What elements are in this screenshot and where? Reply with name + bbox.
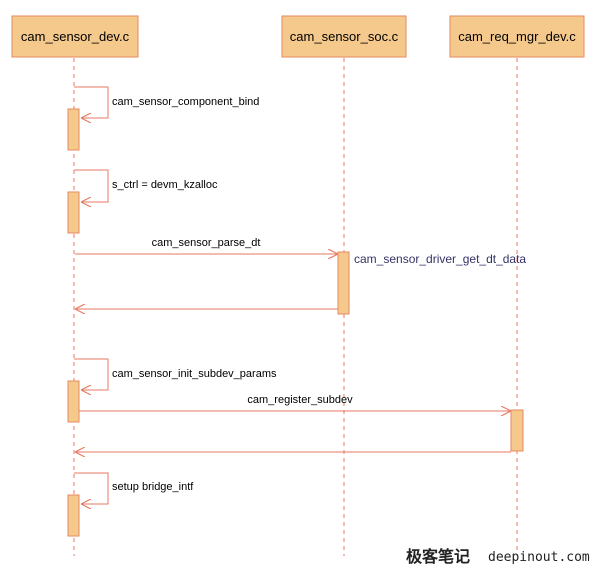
participant-label: cam_req_mgr_dev.c — [458, 29, 576, 44]
message-self-devm-kzalloc: s_ctrl = devm_kzalloc — [74, 169, 218, 202]
note-driver-get-dt-data: cam_sensor_driver_get_dt_data — [354, 252, 526, 266]
participant-cam-sensor-dev: cam_sensor_dev.c — [11, 15, 139, 58]
message-label: cam_register_subdev — [247, 394, 353, 406]
message-label: cam_sensor_init_subdev_params — [112, 368, 277, 380]
message-self-component-bind: cam_sensor_component_bind — [74, 86, 259, 118]
activation-bar — [67, 191, 80, 234]
activation-bar — [67, 380, 80, 423]
self-arrow — [74, 86, 109, 118]
participant-label: cam_sensor_dev.c — [21, 29, 130, 44]
watermark-cn: 极客笔记 — [406, 547, 470, 566]
activation-bar — [337, 251, 350, 315]
message-register-subdev: cam_register_subdev — [79, 394, 510, 411]
participant-label: cam_sensor_soc.c — [290, 29, 399, 44]
activation-bar — [67, 108, 80, 151]
self-arrow — [74, 169, 109, 202]
watermark: 极客笔记 deepinout.com — [406, 547, 590, 566]
message-self-setup-bridge-intf: setup bridge_intf — [74, 472, 194, 504]
participant-cam-req-mgr-dev: cam_req_mgr_dev.c — [449, 15, 585, 58]
activation-bar — [67, 494, 80, 537]
message-label: setup bridge_intf — [112, 481, 194, 493]
watermark-url: deepinout.com — [488, 550, 590, 565]
message-self-init-subdev-params: cam_sensor_init_subdev_params — [74, 358, 277, 390]
activation-bar — [510, 409, 524, 452]
message-label: cam_sensor_parse_dt — [152, 237, 261, 249]
participant-cam-sensor-soc: cam_sensor_soc.c — [281, 15, 407, 58]
message-label: cam_sensor_component_bind — [112, 96, 259, 108]
message-label: s_ctrl = devm_kzalloc — [112, 179, 218, 191]
self-arrow — [74, 358, 109, 390]
message-parse-dt: cam_sensor_parse_dt — [75, 237, 337, 254]
self-arrow — [74, 472, 109, 504]
